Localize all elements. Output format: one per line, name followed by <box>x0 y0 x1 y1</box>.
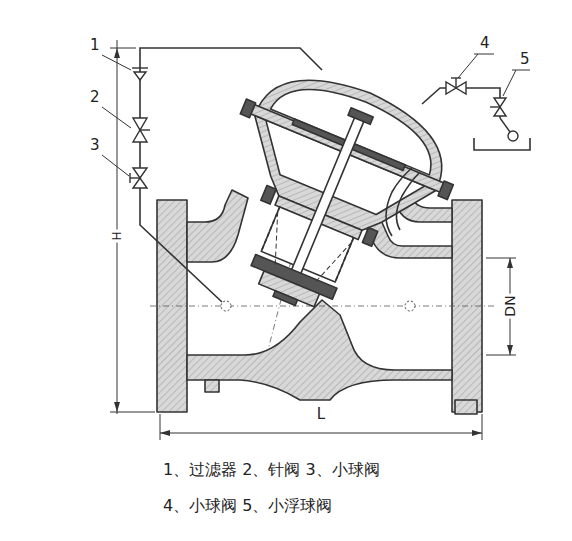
dimension-label: L <box>315 406 327 423</box>
dimension-label: DN <box>502 293 518 318</box>
filter <box>132 68 148 80</box>
body-wall <box>187 190 248 262</box>
control-tube <box>422 88 500 118</box>
ball-valve <box>446 78 466 94</box>
callout-number: 5 <box>520 52 530 67</box>
needle-valve <box>133 118 150 142</box>
caption-line: 1、过滤器 2、针阀 3、小球阀 <box>163 462 380 478</box>
callout-number: 1 <box>90 38 100 53</box>
body-wall <box>187 300 452 400</box>
callout-number: 3 <box>90 138 100 153</box>
ball-valve <box>130 168 147 188</box>
control-tube <box>140 48 322 302</box>
bonnet-assembly <box>181 50 474 344</box>
dimension-label: H <box>110 229 124 242</box>
float-valve <box>490 98 518 141</box>
callout-number: 4 <box>480 36 490 51</box>
caption-line: 4、小球阀 5、小浮球阀 <box>163 498 332 514</box>
callout-number: 2 <box>90 90 100 105</box>
